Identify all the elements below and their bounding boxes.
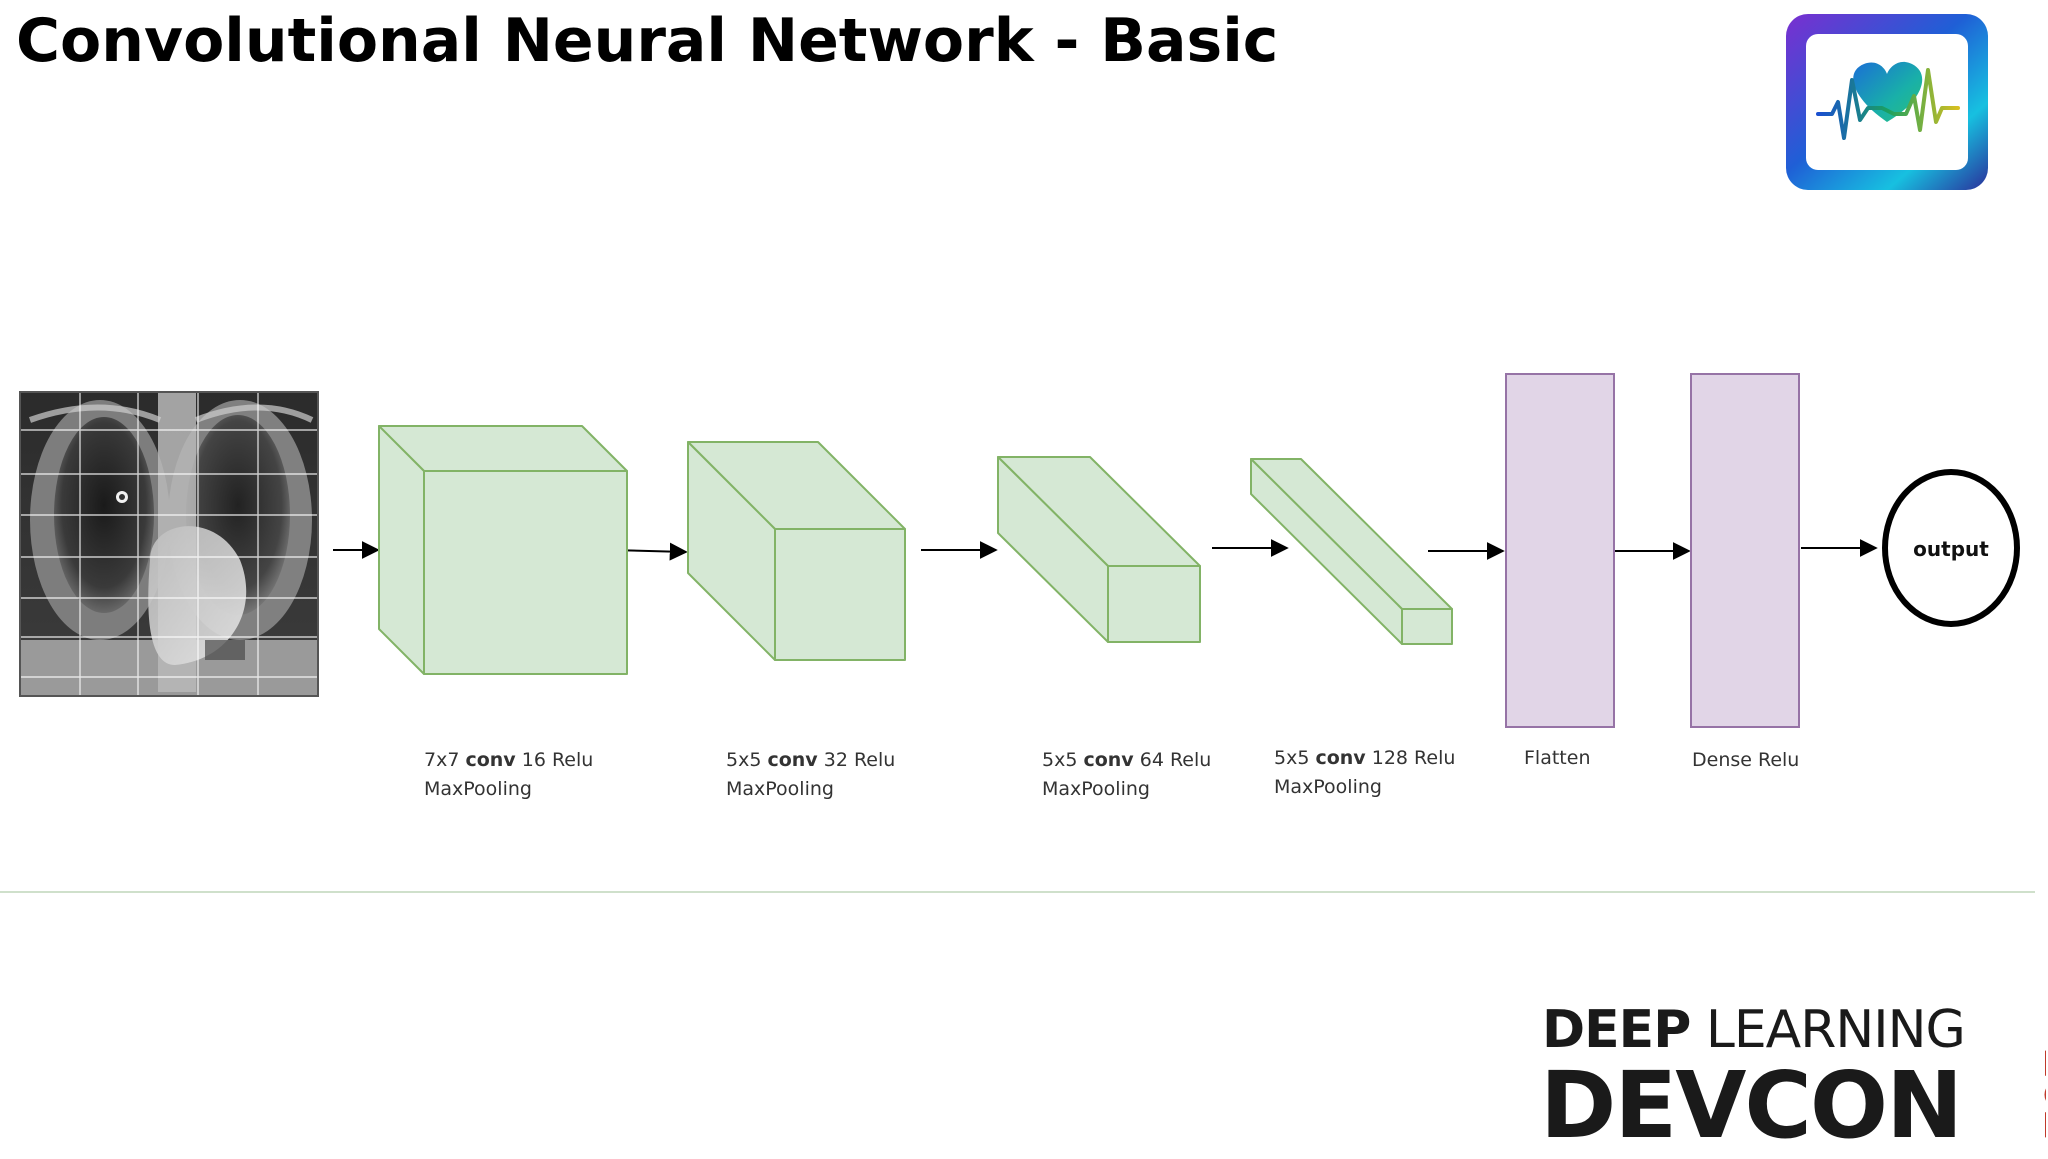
conv-layer-3-label-line1: 5x5 conv 64 Relu (1042, 749, 1212, 771)
deep-learning-devcon-logo: DEEP LEARNING DEVCON 2020 (1540, 1000, 2048, 1159)
dense-relu-label: Dense Relu (1692, 749, 1800, 771)
dense-layer-block (1690, 373, 1800, 728)
output-label: output (1913, 537, 1989, 561)
heart-ecg-logo (1786, 14, 1988, 190)
devcon-line2: DEVCON (1540, 1052, 1963, 1159)
output-node (1882, 469, 2020, 627)
slide-divider (0, 891, 2035, 893)
conv-layer-3-label: 5x5 conv 64 Relu MaxPooling (1042, 746, 1211, 804)
conv-layer-2-label-line1: 5x5 conv 32 Relu (726, 749, 896, 771)
conv-layer-4-label: 5x5 conv 128 Relu MaxPooling (1274, 744, 1455, 802)
conv-layer-3-label-line2: MaxPooling (1042, 778, 1150, 800)
conv-layer-2-block (687, 441, 906, 661)
svg-text:2020: 2020 (2034, 1048, 2046, 1144)
xray-input-image (19, 391, 319, 697)
conv-layer-1-label: 7x7 conv 16 Relu MaxPooling (424, 746, 593, 804)
devcon-line1: DEEP LEARNING (1542, 1000, 1966, 1060)
conv-layer-3-block (997, 456, 1201, 643)
slide-title: Convolutional Neural Network - Basic (16, 6, 1279, 76)
flatten-layer-block (1505, 373, 1615, 728)
conv-layer-4-label-line2: MaxPooling (1274, 776, 1382, 798)
flow-arrows (333, 539, 1878, 561)
conv-layer-1-label-line1: 7x7 conv 16 Relu (424, 749, 594, 771)
conv-layer-1-block (378, 425, 628, 675)
conv-layer-1-label-line2: MaxPooling (424, 778, 532, 800)
conv-layer-2-label: 5x5 conv 32 Relu MaxPooling (726, 746, 895, 804)
conv-layer-4-block (1250, 458, 1453, 645)
conv-layer-4-label-line1: 5x5 conv 128 Relu (1274, 747, 1456, 769)
flatten-label: Flatten (1524, 747, 1591, 769)
devcon-year: 2020 (2033, 1047, 2046, 1144)
conv-layer-2-label-line2: MaxPooling (726, 778, 834, 800)
